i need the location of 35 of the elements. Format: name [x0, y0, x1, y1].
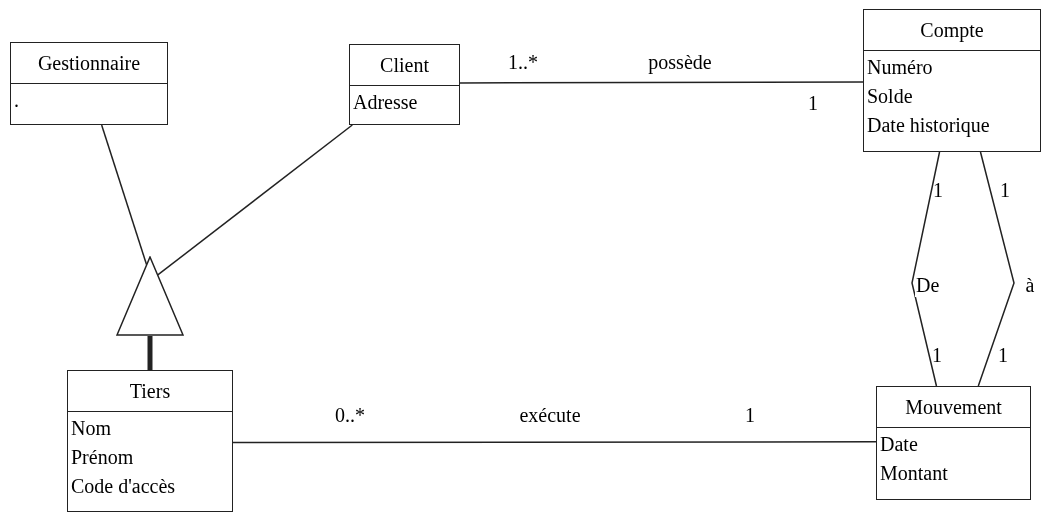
- attribute-text: Montant: [880, 461, 949, 486]
- attribute-text: Adresse: [353, 90, 419, 115]
- generalization-triangle: [116, 256, 184, 336]
- class-name: Compte: [864, 10, 1040, 51]
- attribute-text: Nom: [71, 416, 112, 441]
- association-line: [977, 151, 1015, 387]
- class-name: Gestionnaire: [11, 43, 167, 84]
- multiplicity-label: 1: [998, 343, 1008, 367]
- multiplicity-label: 1: [808, 91, 818, 115]
- attribute-text: Solde: [867, 84, 914, 109]
- multiplicity-label: 1: [933, 178, 943, 202]
- class-box: [863, 9, 1041, 152]
- attribute-text: Date: [880, 432, 919, 457]
- multiplicity-label: 1: [932, 343, 942, 367]
- attribute-text: Date historique: [867, 113, 991, 139]
- attribute-text: Prénom: [71, 445, 135, 470]
- multiplicity-label: 1: [745, 403, 755, 427]
- attribute-text: .: [14, 88, 20, 113]
- class-box: [349, 44, 460, 125]
- attribute-text: Numéro: [867, 55, 934, 80]
- class-name: Mouvement: [877, 387, 1030, 428]
- attribute-text: Code d'accès: [71, 474, 177, 499]
- class-box: [67, 370, 233, 512]
- association-line: [156, 124, 354, 276]
- class-box: [876, 386, 1031, 500]
- multiplicity-label: 1: [1000, 178, 1010, 202]
- association-line: [232, 441, 877, 444]
- class-name: Client: [350, 45, 459, 86]
- association-line: [459, 81, 864, 84]
- association-line: [911, 151, 941, 387]
- thick-connector: [147, 336, 153, 370]
- class-name: Tiers: [68, 371, 232, 412]
- multiplicity-label: 1..*: [508, 50, 538, 74]
- class-box: [10, 42, 168, 125]
- multiplicity-label: 0..*: [335, 403, 365, 427]
